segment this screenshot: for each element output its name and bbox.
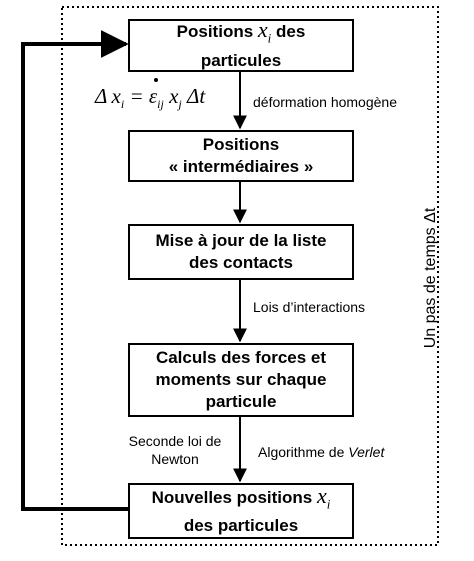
intermediate-positions-node: Positions « intermédiaires » <box>128 130 354 182</box>
homogeneous-deformation-equation: Δ xi = εij xj Δt <box>95 77 206 112</box>
newton-second-law-label: Seconde loi de Newton <box>128 433 222 467</box>
positions-symbol: xi <box>257 17 272 46</box>
epsilon-dot: εij <box>148 77 164 112</box>
new-positions-line-1: Nouvelles positions xi <box>151 482 331 512</box>
force-calculation-node: Calculs des forces et moments sur chaque… <box>128 343 354 417</box>
time-step-frame <box>61 6 439 546</box>
contact-list-update-node: Mise à jour de la liste des contacts <box>128 224 354 280</box>
verlet-algorithm-label: Algorithme de Verlet <box>258 444 385 460</box>
loop-back-arrow <box>21 30 129 511</box>
new-positions-node: Nouvelles positions xi des particules <box>128 483 354 539</box>
new-positions-symbol: xi <box>316 482 331 512</box>
interaction-laws-label: Lois d’interactions <box>253 299 366 315</box>
positions-node-line-2: particules <box>200 50 282 70</box>
homogeneous-deformation-label: déformation homogène <box>253 94 397 110</box>
positions-node: Positions xi des particules <box>128 19 354 72</box>
positions-node-line-1: Positions xi des <box>176 17 306 46</box>
